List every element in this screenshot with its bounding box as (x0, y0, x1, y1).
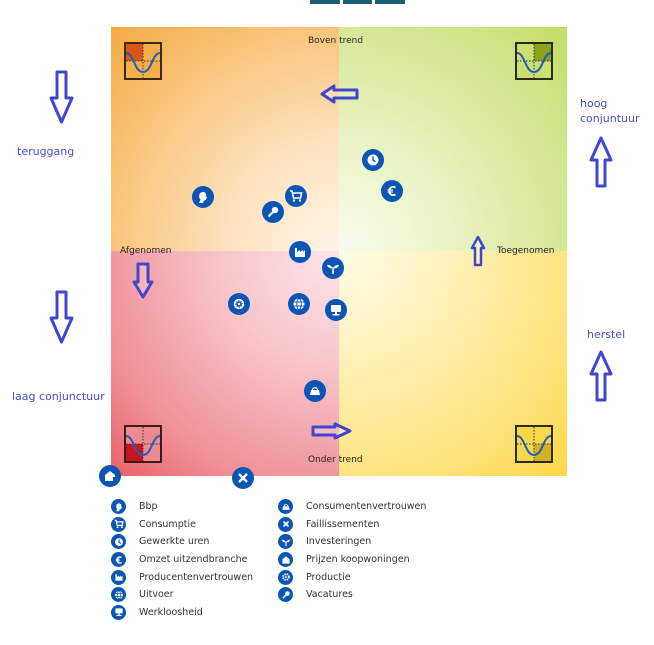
top-tab-1[interactable] (310, 0, 340, 4)
arrow-up-hoogconjunctuur-icon (589, 136, 613, 188)
legend-column-1: Bbp Consumptie Gewerkte uren Omzet uitze… (111, 498, 253, 621)
legend-label: Uitvoer (139, 589, 174, 601)
monitor-icon (331, 305, 341, 316)
clock-icon (367, 154, 379, 166)
marker-bbp[interactable] (192, 186, 214, 208)
legend-label: Gewerkte uren (139, 536, 210, 548)
bag-icon (281, 504, 290, 510)
euro-icon (387, 186, 396, 196)
legend-item-bbp: Bbp (111, 498, 253, 516)
legend-item-vacatures: Vacatures (278, 586, 426, 604)
arrow-right-icon (311, 422, 352, 440)
marker-werkloosheid[interactable] (325, 299, 347, 321)
label-toegenomen: Toegenomen (497, 246, 555, 256)
marker-productie[interactable] (228, 293, 250, 315)
house-icon (105, 471, 115, 481)
cross-icon (282, 521, 289, 528)
business-cycle-clock: Boven trend Onder trend Afgenomen Toegen… (111, 27, 567, 476)
label-afgenomen: Afgenomen (120, 246, 172, 256)
globe-icon (114, 590, 123, 600)
bbp-head-icon (199, 191, 208, 203)
legend-item-faillissementen: Faillissementen (278, 516, 426, 534)
top-tab-bar (310, 0, 406, 4)
legend-item-omzet-uitzendbranche: Omzet uitzendbranche (111, 551, 253, 569)
monitor-icon (114, 608, 123, 617)
cross-icon (238, 473, 248, 483)
legend-item-prijzen-koopwoningen: Prijzen koopwoningen (278, 551, 426, 569)
legend-item-uitvoer: Uitvoer (111, 586, 253, 604)
gear-icon (281, 573, 290, 581)
top-tab-3[interactable] (375, 0, 406, 4)
marker-vacatures[interactable] (262, 201, 284, 223)
label-boven-trend: Boven trend (308, 36, 364, 46)
legend-label: Bbp (139, 501, 158, 513)
legend-item-gewerkte-uren: Gewerkte uren (111, 533, 253, 551)
marker-consumentenvertrouwen[interactable] (304, 380, 326, 402)
label-onder-trend: Onder trend (308, 455, 363, 465)
legend-label: Producentenvertrouwen (139, 571, 254, 583)
marker-gewerkte-uren[interactable] (362, 149, 384, 171)
marker-uitvoer[interactable] (288, 293, 310, 315)
marker-consumptie[interactable] (285, 185, 307, 207)
arrow-down-small-icon (132, 262, 154, 299)
cart-icon (290, 190, 303, 202)
legend-label: Vacatures (306, 589, 353, 601)
cycle-phase-icon-laagconjunctuur (124, 425, 162, 463)
legend-item-investeringen: Investeringen (278, 533, 426, 551)
cycle-phase-icon-teruggang (124, 42, 162, 80)
euro-icon (115, 555, 122, 564)
bag-icon (310, 387, 320, 395)
legend-label: Faillissementen (306, 518, 380, 530)
arrow-left-icon (320, 84, 359, 104)
legend-item-consumentenvertrouwen: Consumentenvertrouwen (278, 498, 426, 516)
marker-investeringen[interactable] (322, 257, 344, 279)
legend-column-2: Consumentenvertrouwen Faillissementen In… (278, 498, 426, 604)
label-hoog: hoog (580, 97, 608, 110)
cart-icon (114, 520, 124, 529)
house-icon (281, 556, 290, 564)
legend-label: Werkloosheid (139, 606, 203, 618)
marker-producentenvertrouwen[interactable] (289, 241, 311, 263)
gear-icon (233, 298, 245, 310)
legend-label: Consumentenvertrouwen (306, 501, 427, 513)
marker-faillissementen[interactable] (232, 467, 254, 489)
arrow-down-laagconjunctuur-icon (49, 290, 74, 344)
cycle-phase-icon-hoogconjunctuur (515, 42, 553, 80)
legend-item-consumptie: Consumptie (111, 516, 253, 534)
factory-icon (295, 248, 305, 257)
plant-icon (327, 264, 339, 274)
arrow-down-teruggang-icon (49, 70, 74, 124)
legend-label: Investeringen (306, 536, 372, 548)
globe-icon (293, 298, 305, 310)
legend-label: Productie (306, 571, 351, 583)
factory-icon (114, 574, 123, 581)
legend-item-werkloosheid: Werkloosheid (111, 604, 253, 622)
top-tab-2[interactable] (342, 0, 373, 4)
legend-label: Prijzen koopwoningen (306, 554, 410, 566)
label-herstel: herstel (587, 328, 626, 341)
arrow-up-herstel-icon (589, 350, 613, 402)
cycle-phase-icon-herstel (515, 425, 553, 463)
legend-label: Consumptie (139, 518, 196, 530)
marker-omzet-uitzendbranche[interactable] (381, 180, 403, 202)
arrow-up-small-icon (470, 235, 486, 267)
magnifier-icon (267, 206, 279, 218)
legend-item-productie: Productie (278, 568, 426, 586)
magnifier-icon (281, 591, 290, 599)
legend-label: Omzet uitzendbranche (139, 554, 248, 566)
plant-icon (281, 539, 290, 547)
label-conjuntuur: conjuntuur (580, 112, 640, 125)
bbp-head-icon (115, 503, 122, 512)
legend-item-producentenvertrouwen: Producentenvertrouwen (111, 568, 253, 586)
label-laag-conjunctuur: laag conjunctuur (12, 390, 105, 403)
label-teruggang: teruggang (17, 145, 75, 158)
marker-prijzen-koopwoningen[interactable] (99, 465, 121, 487)
clock-icon (114, 538, 123, 546)
